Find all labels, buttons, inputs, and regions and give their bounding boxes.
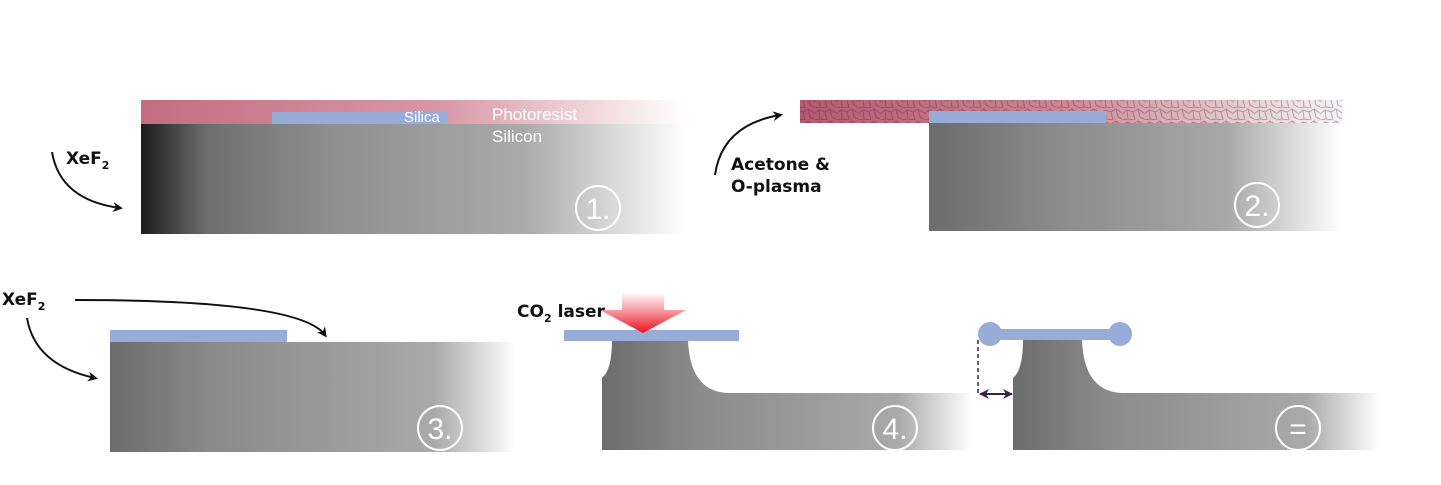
step-number-4: 4. bbox=[882, 413, 907, 446]
clean-label-line2: O-plasma bbox=[731, 177, 822, 197]
step-badge-2: 2. bbox=[1234, 182, 1280, 228]
silicon-substrate bbox=[110, 342, 515, 452]
xef2-subscript-2: 2 bbox=[38, 300, 46, 313]
panel-1: Silica Photoresist Silicon 1. bbox=[141, 100, 686, 234]
panel-3: 3. bbox=[110, 330, 515, 452]
silica-label: Silica bbox=[404, 109, 441, 126]
xef2-text-2: XeF bbox=[2, 290, 38, 310]
laser-subscript: 2 bbox=[544, 312, 552, 325]
clean-arrow-icon bbox=[714, 111, 783, 176]
laser-arrow-icon bbox=[600, 292, 686, 333]
silica-layer bbox=[110, 330, 287, 342]
silicon-pillar-final bbox=[1013, 340, 1380, 450]
clean-label-line1: Acetone & bbox=[731, 155, 830, 175]
step-number-1: 1. bbox=[585, 193, 610, 226]
silicon-label: Silicon bbox=[492, 127, 542, 146]
xef2-text: XeF bbox=[66, 149, 102, 169]
step-badge-4: 4. bbox=[872, 405, 918, 451]
toroid-rim-right bbox=[1108, 322, 1132, 346]
step-badge-result: = bbox=[1275, 405, 1321, 451]
etch-arrow-side-icon bbox=[26, 317, 98, 382]
toroid-rim-left bbox=[978, 322, 1002, 346]
laser-suffix: laser bbox=[558, 302, 606, 322]
silica-layer bbox=[929, 111, 1106, 123]
etch-arrow-icon bbox=[51, 151, 123, 213]
silicon-substrate bbox=[141, 124, 686, 234]
step-number-2: 2. bbox=[1244, 190, 1269, 223]
panel-2: 2. bbox=[800, 100, 1342, 231]
panel-4: CO2 laser 4. bbox=[517, 292, 972, 451]
xef2-label-top: XeF2 bbox=[66, 149, 109, 172]
silica-disk bbox=[564, 330, 739, 341]
step-badge-3: 3. bbox=[417, 405, 463, 451]
step-result: = bbox=[1289, 413, 1307, 446]
xef2-subscript: 2 bbox=[102, 159, 110, 172]
silica-layer bbox=[272, 112, 447, 124]
xef2-label-bottom: XeF2 bbox=[2, 290, 45, 313]
step-number-3: 3. bbox=[427, 413, 452, 446]
laser-name: CO bbox=[517, 302, 544, 322]
silica-toroid-disk bbox=[990, 329, 1120, 340]
silicon-pillar-etched bbox=[602, 340, 972, 450]
svg-text:XeF2: XeF2 bbox=[2, 290, 45, 313]
panel-5: = bbox=[977, 322, 1380, 451]
silicon-substrate bbox=[929, 123, 1342, 231]
svg-text:XeF2: XeF2 bbox=[66, 149, 109, 172]
photoresist-label: Photoresist bbox=[492, 105, 577, 124]
etch-arrow-top-icon bbox=[74, 299, 327, 338]
step-badge-1: 1. bbox=[575, 185, 621, 231]
